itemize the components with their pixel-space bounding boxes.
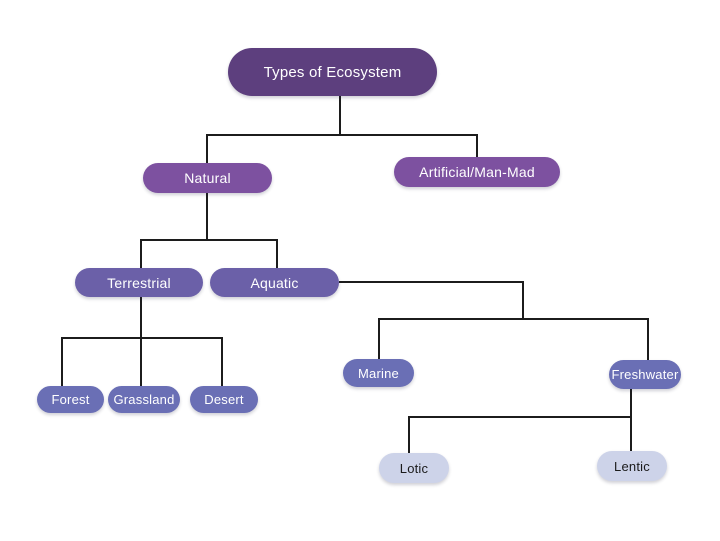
node-label-lentic: Lentic — [614, 458, 650, 474]
node-label-terrestrial: Terrestrial — [107, 274, 171, 291]
node-natural: Natural — [143, 163, 272, 193]
edge-terrestrial-children — [61, 337, 223, 386]
node-label-marine: Marine — [358, 365, 399, 381]
node-label-artificial-man-made: Artificial/Man-Mad — [419, 164, 535, 180]
node-label-freshwater: Freshwater — [611, 367, 679, 382]
node-artificial-man-made: Artificial/Man-Mad — [394, 157, 560, 187]
node-label-types-of-ecosystem: Types of Ecosystem — [263, 63, 402, 81]
node-label-desert: Desert — [204, 392, 244, 407]
node-desert: Desert — [190, 386, 258, 413]
node-forest: Forest — [37, 386, 104, 413]
node-types-of-ecosystem: Types of Ecosystem — [228, 48, 437, 96]
node-lentic: Lentic — [597, 451, 667, 481]
node-aquatic: Aquatic — [210, 268, 339, 297]
node-terrestrial: Terrestrial — [75, 268, 203, 297]
node-label-lotic: Lotic — [399, 460, 429, 476]
node-freshwater: Freshwater — [609, 360, 681, 389]
node-marine: Marine — [343, 359, 414, 387]
edge-freshwater-children — [408, 416, 631, 453]
node-label-aquatic: Aquatic — [250, 274, 299, 291]
edge-root-children — [206, 134, 478, 163]
node-label-natural: Natural — [184, 170, 231, 186]
node-lotic: Lotic — [379, 453, 449, 483]
node-grassland: Grassland — [108, 386, 180, 413]
edge-aquatic-children — [378, 318, 649, 360]
node-label-grassland: Grassland — [113, 392, 175, 407]
node-label-forest: Forest — [51, 392, 90, 407]
edge-natural-children — [140, 239, 278, 268]
edge-aquatic-elbow — [339, 281, 524, 319]
